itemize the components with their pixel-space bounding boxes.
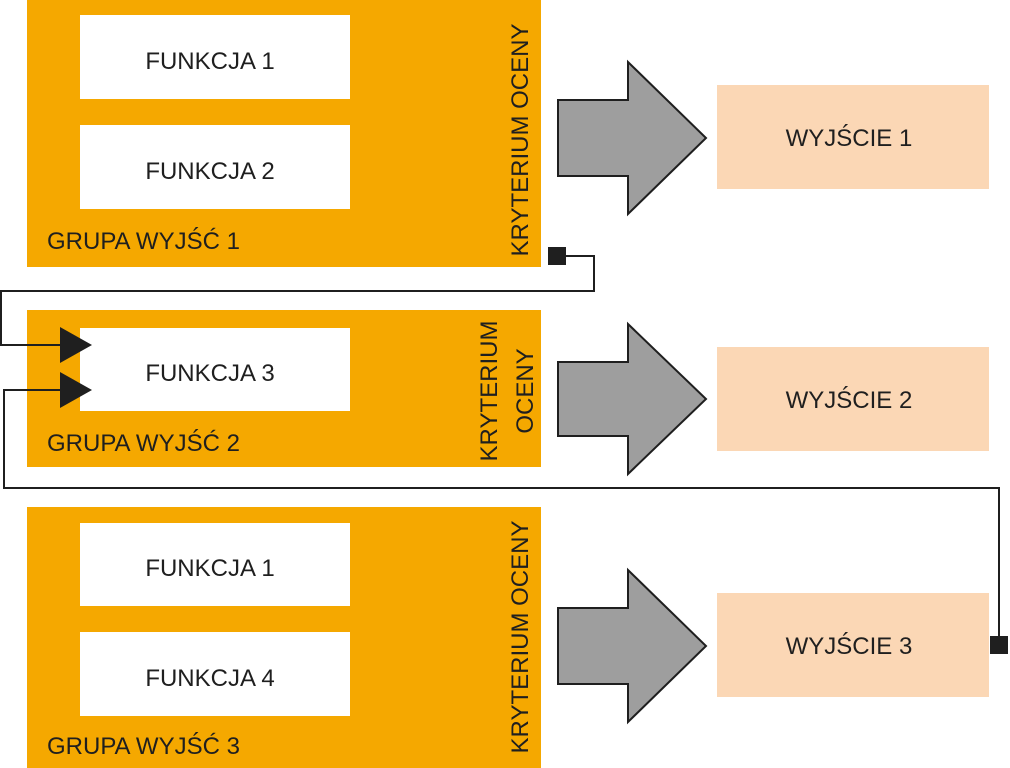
connector-arrowhead — [60, 372, 92, 408]
connector-line-output3-to-funkcja3 — [3, 389, 1000, 636]
output-label: WYJŚCIE 2 — [786, 386, 913, 414]
criterion-label: KRYTERIUM OCENY — [507, 521, 534, 754]
connector-line-group1-to-funkcja3 — [0, 255, 595, 346]
group-label: GRUPA WYJŚĆ 1 — [47, 227, 240, 255]
output-group-1: FUNKCJA 1 FUNKCJA 2 GRUPA WYJŚĆ 1 KRYTER… — [27, 0, 541, 267]
output-box-3: WYJŚCIE 3 — [717, 593, 989, 697]
output-box — [717, 85, 989, 189]
output-box-2: WYJŚCIE 2 — [717, 347, 989, 451]
function-label: FUNKCJA 1 — [145, 48, 274, 75]
evaluation-arrow-3 — [557, 567, 708, 725]
output-group-2: FUNKCJA 3 GRUPA WYJŚĆ 2 KRYTERIUM OCENY — [27, 310, 541, 467]
function-label: FUNKCJA 3 — [145, 360, 274, 387]
evaluation-arrow-2 — [557, 321, 708, 477]
connector-start-marker — [548, 247, 566, 265]
function-box — [80, 632, 350, 716]
output-box — [717, 347, 989, 451]
function-label: FUNKCJA 1 — [145, 555, 274, 582]
output-box — [717, 593, 989, 697]
function-box — [80, 125, 350, 209]
connector-start-marker — [990, 636, 1008, 654]
output-group-3: FUNKCJA 1 FUNKCJA 4 GRUPA WYJŚĆ 3 KRYTER… — [27, 507, 541, 768]
group-label: GRUPA WYJŚĆ 2 — [47, 429, 240, 457]
function-label: FUNKCJA 2 — [145, 158, 274, 185]
criterion-label: KRYTERIUM OCENY — [507, 24, 534, 257]
evaluation-arrow-1 — [557, 59, 708, 217]
criterion-label-line-2: OCENY — [512, 348, 539, 433]
output-label: WYJŚCIE 1 — [786, 124, 913, 152]
function-box — [80, 523, 350, 606]
group-label: GRUPA WYJŚĆ 3 — [47, 732, 240, 760]
output-box-1: WYJŚCIE 1 — [717, 85, 989, 189]
function-box — [80, 15, 350, 99]
function-label: FUNKCJA 4 — [145, 665, 274, 692]
output-label: WYJŚCIE 3 — [786, 632, 913, 660]
function-box — [80, 328, 350, 411]
connector-arrowhead — [60, 327, 92, 363]
criterion-label-line-1: KRYTERIUM — [476, 321, 503, 462]
